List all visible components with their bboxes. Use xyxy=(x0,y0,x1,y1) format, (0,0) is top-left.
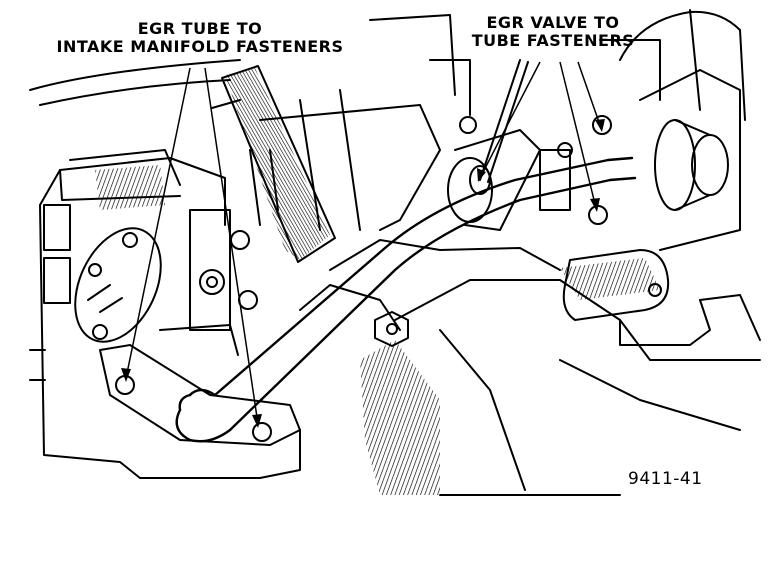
engine-background xyxy=(29,14,661,231)
egr-valve xyxy=(447,59,612,231)
fastener-left-2 xyxy=(252,422,272,442)
callout-egr-valve-to-tube-fasteners: EGR VALVE TO TUBE FASTENERS xyxy=(458,13,648,51)
callout-right-line2: TUBE FASTENERS xyxy=(471,31,635,51)
egr-valve-body xyxy=(619,9,746,251)
figure-id: 9411-41 xyxy=(628,469,703,489)
callout-left-line1: EGR TUBE TO xyxy=(137,19,263,38)
callout-left-line2: INTAKE MANIFOLD FASTENERS xyxy=(56,37,344,57)
hose xyxy=(211,65,336,263)
support-bracket xyxy=(562,249,761,346)
fastener-right-2 xyxy=(588,205,608,225)
callout-right-line1: EGR VALVE TO xyxy=(486,13,620,32)
arrowheads xyxy=(121,119,605,428)
fastener-right-1 xyxy=(592,115,612,135)
center-bolt xyxy=(374,311,409,347)
bracket xyxy=(159,209,258,356)
manifold-body xyxy=(299,239,761,496)
leader-lines xyxy=(125,61,602,425)
throttle-body xyxy=(29,149,301,479)
callout-egr-tube-to-intake-manifold-fasteners: EGR TUBE TO INTAKE MANIFOLD FASTENERS xyxy=(40,19,360,57)
actuator-cover xyxy=(74,227,162,343)
egr-tube xyxy=(175,156,637,443)
